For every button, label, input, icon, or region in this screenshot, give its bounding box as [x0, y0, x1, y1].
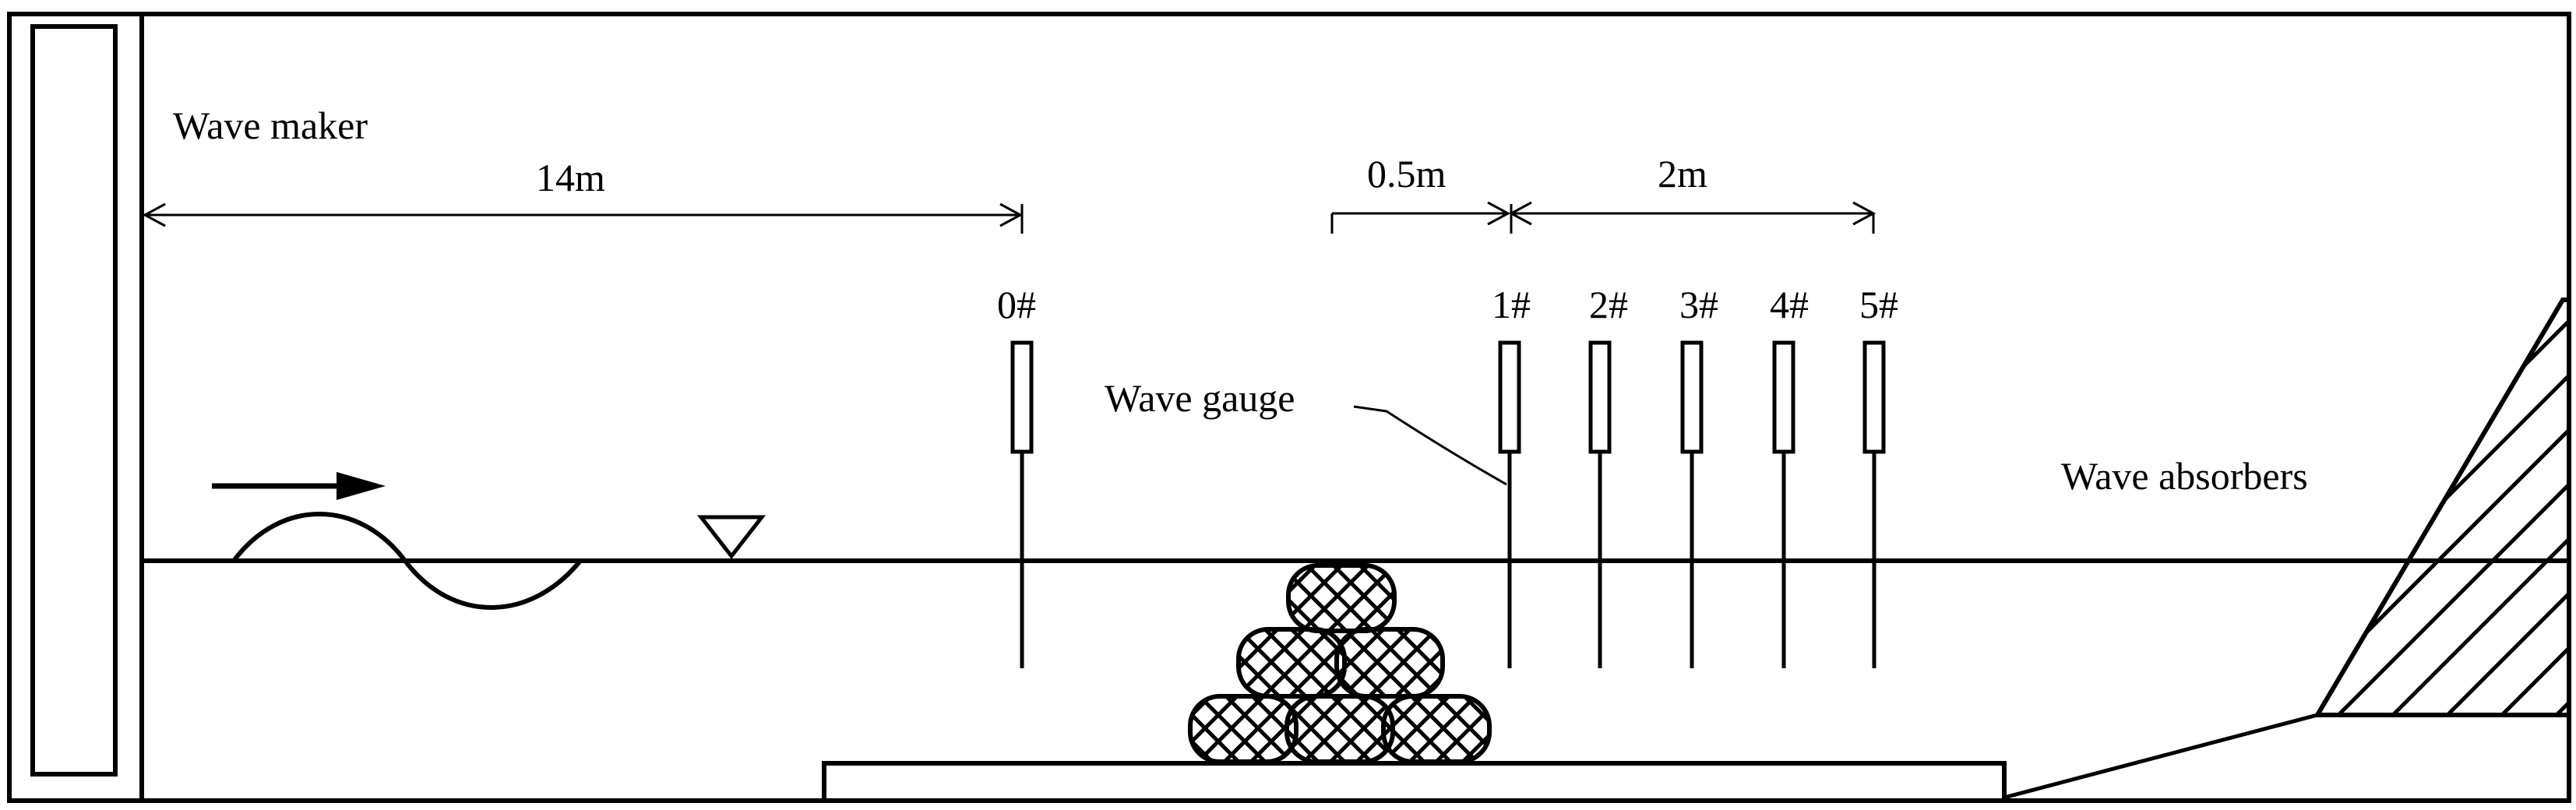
dimension-2m: 2m: [1508, 152, 1876, 234]
gauge-5: 5#: [1859, 283, 1898, 668]
gauge-0-label: 0#: [997, 283, 1036, 326]
incident-wave-curve: [231, 512, 583, 610]
armour-unit: [1334, 627, 1445, 699]
armour-unit: [1284, 694, 1395, 764]
gauge-4: 4#: [1770, 283, 1809, 668]
dimension-2m-label: 2m: [1658, 152, 1707, 195]
wave-gauge-label: Wave gauge: [1105, 376, 1295, 420]
gauge-4-label: 4#: [1770, 283, 1809, 326]
beach-slope-line: [2003, 713, 2318, 800]
gauge-5-label: 5#: [1859, 283, 1898, 326]
dimension-0-5m: 0.5m: [1330, 152, 1511, 234]
dimension-14m: 14m: [142, 156, 1024, 234]
armour-unit-pile: [1188, 563, 1492, 764]
wave-direction-arrow: [212, 472, 386, 500]
armour-unit: [1188, 694, 1299, 764]
gauge-2-label: 2#: [1589, 283, 1628, 326]
dimension-0-5m-label: 0.5m: [1367, 152, 1447, 195]
water-level-symbol: [696, 515, 766, 560]
gauge-1: 1#: [1492, 283, 1531, 668]
gauge-0: 0#: [997, 283, 1036, 668]
armour-unit: [1236, 627, 1347, 699]
seabed-platform: [822, 761, 2007, 803]
gauge-1-label: 1#: [1492, 283, 1531, 326]
armour-unit: [1286, 563, 1397, 633]
gauge-3-label: 3#: [1679, 283, 1718, 326]
wave-maker-paddle: [30, 14, 144, 801]
armour-unit: [1381, 694, 1492, 764]
gauge-2: 2#: [1588, 283, 1628, 668]
dimension-14m-label: 14m: [536, 156, 605, 199]
wave-absorber-slope: [2313, 298, 2571, 717]
wave-gauge-leader-line: [1353, 405, 1507, 486]
gauge-3: 3#: [1679, 283, 1718, 668]
wave-maker-label: Wave maker: [173, 104, 368, 147]
wave-absorbers-label: Wave absorbers: [2061, 454, 2308, 498]
